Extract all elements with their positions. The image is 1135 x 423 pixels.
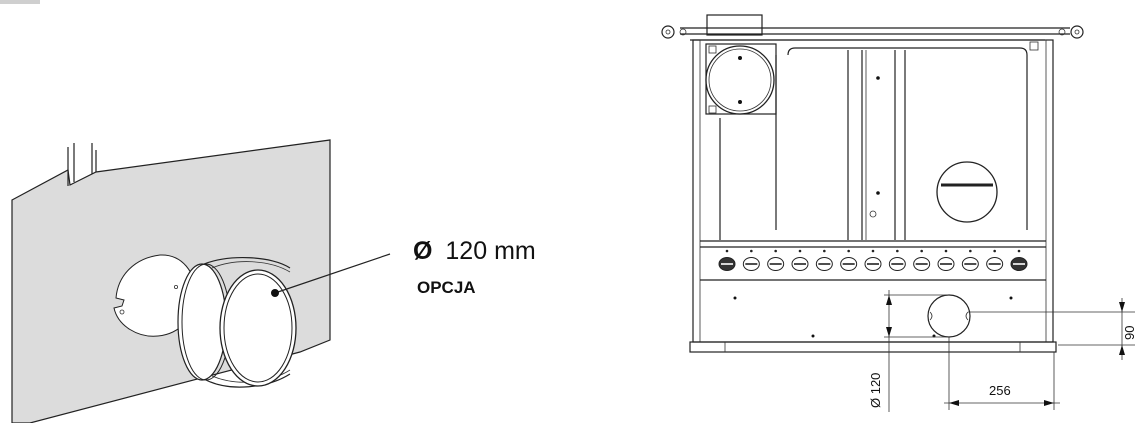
right-rail-handle xyxy=(1058,25,1084,39)
cleaning-cover xyxy=(936,161,998,223)
vent-screw xyxy=(823,249,826,253)
vent-screw xyxy=(896,249,899,253)
vent-row xyxy=(718,249,1028,271)
lower-outlet xyxy=(927,294,971,338)
vent-screw xyxy=(750,249,753,253)
vent-screw xyxy=(725,249,729,253)
top-outlet-cover xyxy=(705,45,775,115)
base-plate xyxy=(689,341,1057,353)
flue-collar xyxy=(177,257,297,388)
dimension-lines xyxy=(884,290,1135,412)
vent-screw xyxy=(774,249,777,253)
vent-screw xyxy=(993,249,996,253)
vent-screw xyxy=(969,249,972,253)
vent-screw xyxy=(798,249,802,253)
vent-screw xyxy=(944,249,948,253)
rear-panel-detail xyxy=(11,139,391,423)
stove-rear-view xyxy=(661,14,1084,353)
vent-screw xyxy=(871,249,875,253)
left-rail-handle xyxy=(661,25,687,39)
vent-screw xyxy=(920,249,923,253)
option-label: OPCJA xyxy=(417,278,476,297)
dim-horizontal-label: 256 xyxy=(989,383,1011,398)
dim-diameter-label: Ø 120 xyxy=(868,373,883,408)
vent-screw xyxy=(1017,249,1021,253)
corner-mark xyxy=(0,0,40,4)
diameter-symbol: Ø xyxy=(413,237,432,265)
diameter-value: 120 mm xyxy=(445,237,535,265)
dim-vertical-label: 90 xyxy=(1122,326,1135,340)
leader-dot xyxy=(271,289,279,297)
vent-screw xyxy=(847,249,850,253)
diameter-label: Ø 120 mm xyxy=(413,237,536,265)
